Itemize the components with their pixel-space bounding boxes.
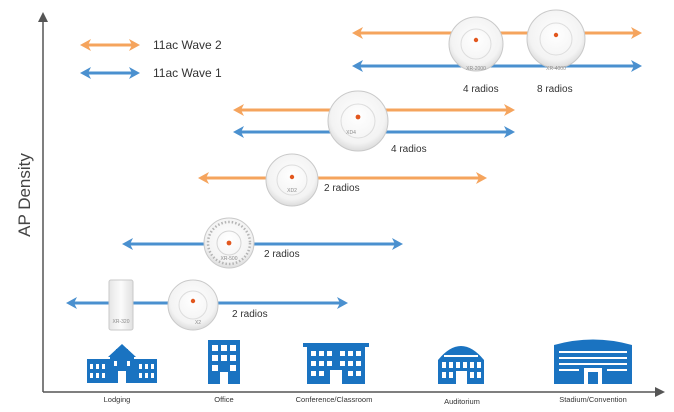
- ap-model-label: XR-2000: [466, 66, 486, 72]
- office-building-icon: [208, 340, 240, 384]
- range-arrow-wave1: [122, 238, 403, 250]
- radio-labels: 4 radios 8 radios 4 radios 2 radios 2 ra…: [232, 84, 573, 320]
- ap-model-label: XR-500: [221, 256, 238, 262]
- status-led-icon: [289, 174, 295, 180]
- chart-axes: AP Density: [15, 12, 665, 397]
- venue-label-lodging: Lodging: [104, 395, 131, 404]
- ap-model-label: X2: [195, 320, 201, 326]
- access-point-x2: X2: [167, 279, 219, 331]
- access-point-xr320: XR-320: [108, 279, 134, 331]
- status-led-icon: [553, 32, 559, 38]
- auditorium-icon: [438, 346, 484, 384]
- legend: 11ac Wave 2 11ac Wave 1: [80, 38, 222, 80]
- venues: Lodging Office Conference/Classroom Audi…: [87, 339, 632, 406]
- radio-count-label: 4 radios: [391, 144, 427, 155]
- status-led-icon: [190, 298, 196, 304]
- legend-swatch-wave2: [80, 39, 140, 51]
- access-point-xd4: XD4: [327, 90, 389, 152]
- venue-label-conference: Conference/Classroom: [296, 395, 373, 404]
- range-arrow-wave1: [352, 60, 642, 72]
- legend-item-wave2: 11ac Wave 2: [80, 38, 222, 52]
- access-point-xr500: XR-500: [203, 217, 255, 269]
- legend-item-wave1: 11ac Wave 1: [80, 66, 222, 80]
- venue-label-auditorium: Auditorium: [444, 397, 480, 406]
- ap-model-label: XR-320: [113, 319, 130, 325]
- venue-label-stadium: Stadium/Convention: [559, 395, 627, 404]
- access-points: XR-2000 XR-4000 XD4 XD2 XR-500: [108, 9, 586, 331]
- access-point-xr4000: XR-4000: [526, 9, 586, 72]
- radio-count-label: 4 radios: [463, 84, 499, 95]
- radio-count-label: 2 radios: [264, 249, 300, 260]
- venue-label-office: Office: [214, 395, 233, 404]
- access-point-xr2000: XR-2000: [448, 16, 504, 72]
- hotel-icon: [87, 344, 157, 383]
- ap-model-label: XR-4000: [546, 66, 566, 72]
- range-arrow-wave2: [198, 172, 487, 184]
- y-axis-title: AP Density: [15, 153, 34, 237]
- access-point-xd2: XD2: [265, 153, 319, 207]
- ap-model-label: XD4: [346, 130, 356, 136]
- ap-model-label: XD2: [287, 188, 297, 194]
- status-led-icon: [226, 240, 232, 246]
- stadium-icon: [554, 339, 632, 384]
- radio-count-label: 2 radios: [324, 183, 360, 194]
- conference-center-icon: [303, 343, 369, 384]
- legend-swatch-wave1: [80, 67, 140, 79]
- legend-label-wave1: 11ac Wave 1: [153, 66, 222, 80]
- legend-label-wave2: 11ac Wave 2: [153, 38, 222, 52]
- status-led-icon: [473, 37, 479, 43]
- x-axis-arrowhead: [655, 387, 665, 397]
- radio-count-label: 2 radios: [232, 309, 268, 320]
- y-axis-arrowhead: [38, 12, 48, 22]
- radio-count-label: 8 radios: [537, 84, 573, 95]
- status-led-icon: [355, 114, 361, 120]
